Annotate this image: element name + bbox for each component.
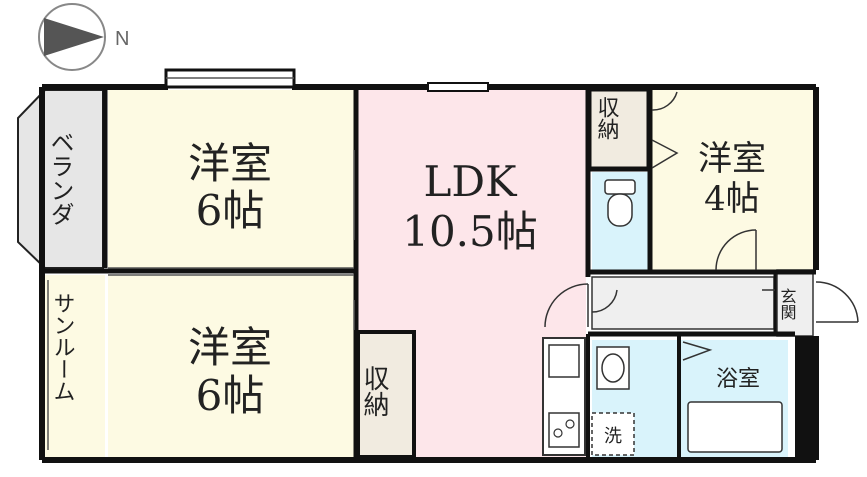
burner-icon — [553, 428, 563, 438]
window-ldk — [427, 82, 489, 92]
door-swings — [544, 91, 859, 361]
washbasin-bowl-icon — [601, 353, 625, 383]
storage-bottom-label: 収納 — [359, 365, 389, 417]
toilet-tank-icon — [604, 179, 636, 195]
window-top — [164, 68, 296, 89]
kitchen-counter — [542, 337, 586, 456]
burner-icon — [565, 419, 575, 429]
compass: N — [38, 3, 129, 71]
washer-label: 洗 — [604, 426, 622, 447]
western-room-3-size: 4帖 — [704, 179, 760, 219]
stove-icon — [548, 412, 580, 448]
sunroom-area — [45, 275, 105, 457]
washer-space — [591, 412, 635, 456]
western-room-2-name: 洋室 — [188, 323, 272, 372]
western-room-3-area — [652, 90, 813, 270]
western-room-1-size: 6帖 — [196, 186, 265, 235]
western-room-3-name: 洋室 — [698, 139, 766, 179]
toilet-bowl-icon — [607, 193, 633, 227]
interior-walls — [42, 87, 816, 460]
storage-top-label: 収納 — [594, 96, 620, 140]
wall-block — [795, 336, 815, 457]
western-room-1-area — [108, 90, 354, 268]
western-room-2-area — [108, 275, 354, 457]
western-room-1-name: 洋室 — [188, 139, 272, 188]
bathtub-icon — [687, 401, 783, 453]
veranda-label: ベランダ — [46, 130, 74, 226]
walls — [39, 84, 819, 463]
north-arrow-icon — [44, 18, 104, 56]
hallway-area — [591, 276, 775, 330]
ldk-name: LDK — [424, 157, 519, 206]
entrance-label: 玄関 — [778, 288, 797, 321]
sunroom-label: サンルーム — [50, 292, 75, 402]
sink-icon — [548, 344, 580, 378]
ldk-size: 10.5帖 — [402, 207, 538, 256]
western-room-2-size: 6帖 — [196, 371, 265, 420]
bathroom-label: 浴室 — [716, 367, 760, 392]
north-label: N — [115, 28, 129, 50]
sliding-doors — [47, 150, 355, 450]
